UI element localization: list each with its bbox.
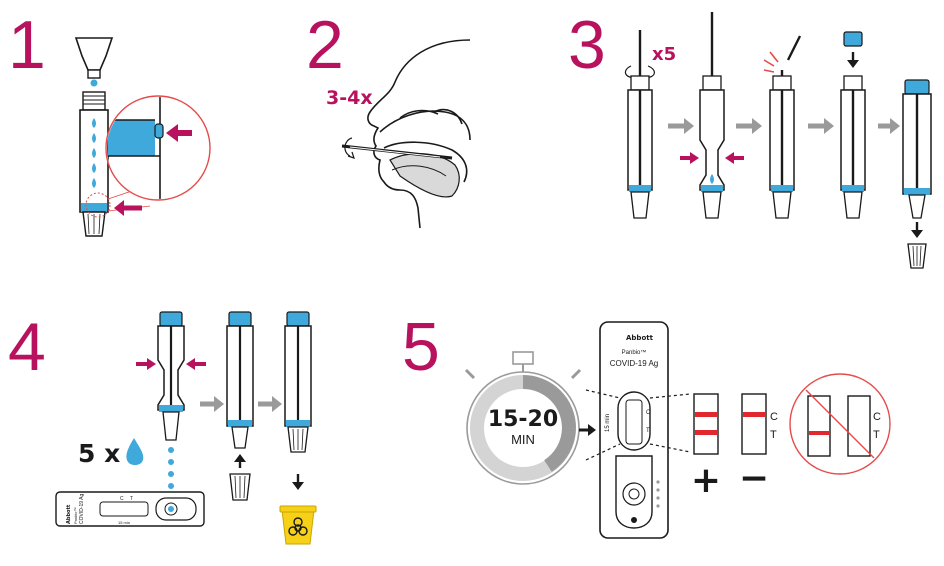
negative-t-label: T bbox=[770, 429, 777, 441]
stopwatch-icon bbox=[464, 351, 582, 485]
step-1-number: 1 bbox=[8, 7, 46, 83]
device-c-label: C bbox=[120, 496, 124, 502]
step-3-tube-1 bbox=[624, 30, 655, 219]
result-negative-strip bbox=[741, 393, 767, 455]
device-product: Panbio™ bbox=[73, 508, 78, 524]
step-4-tube-squeeze bbox=[157, 311, 185, 501]
arrow-right-icon bbox=[214, 396, 224, 412]
step-1-extraction-tube bbox=[79, 91, 111, 237]
timer-unit: MIN bbox=[511, 432, 535, 447]
drop-icon bbox=[126, 438, 144, 465]
device-brand: Abbott bbox=[626, 334, 654, 342]
device-t-label: T bbox=[130, 496, 133, 502]
step-3-tube-5 bbox=[902, 79, 932, 269]
arrow-down-icon bbox=[847, 60, 859, 68]
device-time-label: 15 min bbox=[118, 520, 130, 525]
negative-c-label: C bbox=[770, 411, 778, 423]
device-name: COVID-19 Ag bbox=[610, 359, 658, 368]
rotate-icon bbox=[344, 137, 353, 157]
step-1-dropper-bottle bbox=[74, 37, 114, 87]
step-5-number: 5 bbox=[402, 309, 440, 385]
step-2-head-profile bbox=[367, 39, 471, 229]
result-positive-strip bbox=[693, 393, 719, 455]
step-3-tube-3 bbox=[763, 35, 802, 219]
arrow-left-icon bbox=[114, 200, 124, 216]
step-4-test-device: C T 15 min Abbott Panbio™ COVID-19 Ag bbox=[55, 491, 205, 527]
step-4-number: 4 bbox=[8, 309, 46, 385]
negative-label: − bbox=[739, 458, 769, 499]
drop-icon bbox=[710, 174, 714, 184]
step-5-test-device: Abbott Panbio™ COVID-19 Ag C T 15 min bbox=[599, 321, 669, 539]
device-time-label: 15 min bbox=[605, 414, 611, 432]
arrow-right-icon bbox=[890, 118, 900, 134]
step-2-rotation-label: 3-4x bbox=[326, 87, 373, 109]
invalid-circle-icon bbox=[789, 373, 891, 475]
device-product: Panbio™ bbox=[622, 349, 647, 356]
arrow-right-icon bbox=[588, 424, 596, 436]
step-3-tube-4 bbox=[840, 31, 866, 219]
arrow-down-icon bbox=[911, 230, 923, 238]
step-3-rotation-label: x5 bbox=[652, 44, 676, 65]
step-2-number: 2 bbox=[306, 7, 344, 83]
step-4-tube-3 bbox=[284, 311, 312, 490]
arrow-left-icon bbox=[166, 124, 178, 142]
device-name: COVID-19 Ag bbox=[79, 493, 85, 524]
arrow-right-icon bbox=[824, 118, 834, 134]
biohazard-icon bbox=[279, 505, 317, 545]
step-3-tube-2 bbox=[699, 12, 725, 219]
invalid-c-label: C bbox=[873, 411, 881, 423]
step-4-tube-2 bbox=[226, 311, 254, 501]
step-4-drops-label: 5 x bbox=[78, 439, 120, 468]
arrow-right-icon bbox=[752, 118, 762, 134]
step-3-number: 3 bbox=[568, 7, 606, 83]
arrow-right-icon bbox=[272, 396, 282, 412]
drop-icon bbox=[90, 79, 98, 87]
window-c-label: C bbox=[646, 410, 651, 416]
timer-value: 15-20 bbox=[488, 407, 558, 432]
device-brand: Abbott bbox=[66, 504, 72, 524]
invalid-t-label: T bbox=[873, 429, 880, 441]
window-t-label: T bbox=[646, 428, 650, 434]
arrow-right-icon bbox=[684, 118, 694, 134]
arrow-up-icon bbox=[234, 454, 246, 462]
arrow-down-icon bbox=[292, 482, 304, 490]
step-1-magnifier bbox=[105, 95, 211, 201]
positive-label: + bbox=[691, 460, 721, 501]
